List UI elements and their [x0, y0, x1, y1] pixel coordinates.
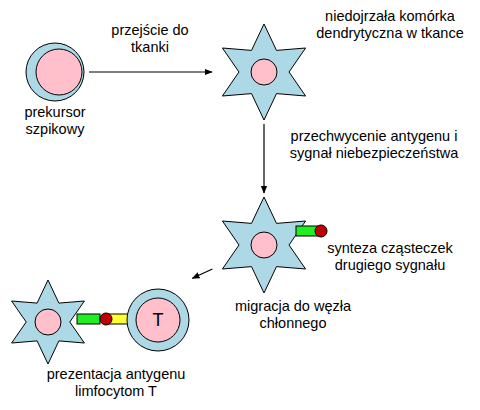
cell-label: prekursor szpikowy	[5, 104, 105, 138]
antigen-presentation-group: prezentacja antygenu limfocytom TT	[6, 280, 191, 364]
dendritic-cell-signal: synteza cząsteczek drugiego sygnału	[216, 197, 312, 293]
nucleus	[251, 232, 277, 258]
cell-shape	[216, 24, 312, 120]
costimulatory-molecule	[315, 225, 327, 237]
dendritic-cell-outline	[12, 280, 85, 364]
cell-shape	[25, 42, 85, 102]
dendritic-cell-outline	[222, 24, 305, 120]
cell-label: prezentacja antygenu limfocytom T	[26, 366, 206, 400]
cell-label: niedojrzała komórka dendrytyczna w tkanc…	[306, 8, 474, 42]
dendritic-cell-outline	[222, 197, 305, 293]
precursor-cell: prekursor szpikowy	[25, 42, 85, 102]
t-lymphocyte: T	[126, 288, 190, 352]
arrow-connector	[263, 124, 264, 193]
cell-membrane	[26, 43, 84, 101]
arrow-connector	[89, 71, 212, 72]
cell-shape	[216, 197, 312, 293]
nucleus	[35, 309, 61, 335]
receptor-molecule	[77, 314, 100, 324]
arrow-label: przejście do tkanki	[108, 22, 192, 56]
cell-label: synteza cząsteczek drugiego sygnału	[312, 240, 468, 274]
immature-dendritic-cell: niedojrzała komórka dendrytyczna w tkanc…	[216, 24, 312, 120]
arrow-connector	[192, 269, 212, 278]
nucleus	[251, 59, 277, 85]
cell-letter: T	[126, 310, 190, 330]
nucleus	[36, 49, 82, 95]
cell-membrane	[127, 289, 189, 351]
costimulatory-molecule	[100, 313, 112, 325]
arrow-label: migracja do węzła chłonnego	[226, 298, 360, 332]
arrow-label: przechwycenie antygenu i sygnał niebezpi…	[274, 128, 474, 162]
